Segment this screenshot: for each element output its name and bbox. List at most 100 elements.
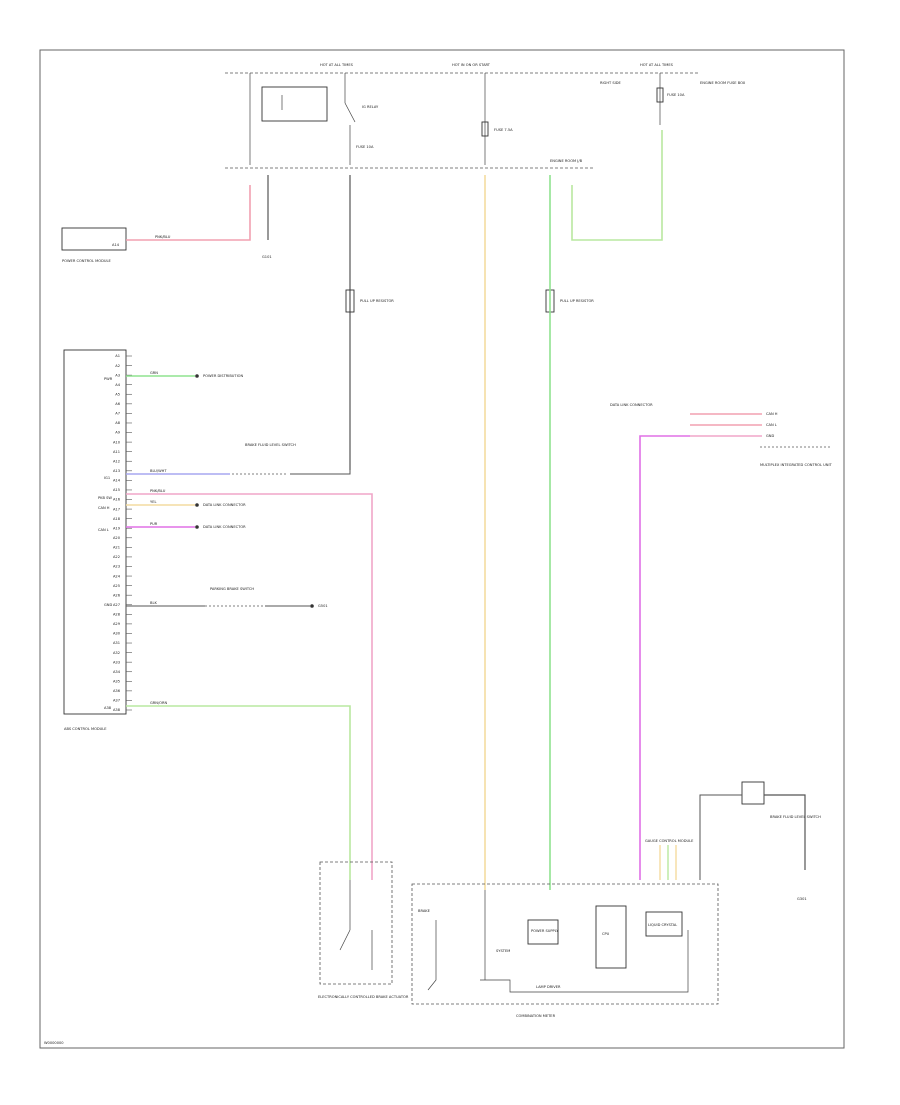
wire-right-green bbox=[571, 130, 663, 241]
wire-right-ground bbox=[764, 794, 806, 870]
module-pin-label: A30 bbox=[113, 632, 121, 636]
wire-magenta-right bbox=[639, 435, 690, 880]
pin-label-4: CAN H bbox=[98, 506, 110, 510]
module-pin-label: A15 bbox=[113, 488, 120, 492]
relay-label: IG RELAY bbox=[362, 105, 379, 109]
diagram-code: W0000000 bbox=[44, 1041, 64, 1045]
relay-box bbox=[261, 86, 328, 122]
fuse-main-label: FUSE 10A bbox=[356, 145, 374, 149]
brake-switch-ground: G501 bbox=[318, 604, 328, 608]
meter-driver: LAMP DRIVER bbox=[536, 985, 561, 989]
meter-label: COMBINATION METER bbox=[516, 1014, 556, 1018]
meter-box bbox=[411, 883, 719, 1005]
power-control-pin: A14 bbox=[112, 243, 120, 247]
right-fuse-side-label: ENGINE ROOM FUSE BOX bbox=[700, 81, 746, 85]
wire-label-pur: PUR bbox=[150, 522, 158, 526]
wire-right-switch bbox=[699, 794, 742, 880]
meter-power-box bbox=[527, 919, 559, 945]
wire-pink-main bbox=[126, 493, 373, 880]
module-pin-label: A20 bbox=[113, 536, 121, 540]
module-pin-label: A6 bbox=[115, 402, 120, 406]
module-pin-label: A13 bbox=[113, 469, 120, 473]
fuse-label-center: HOT IN ON OR START bbox=[452, 63, 491, 67]
meter-inner-4: LIQUID CRYSTAL bbox=[648, 923, 677, 927]
module-pin-label: A34 bbox=[113, 670, 121, 674]
ground-g1-label: G101 bbox=[262, 255, 272, 259]
right-conn-pin-2: CAN L bbox=[766, 423, 777, 427]
meter-lcd-box bbox=[645, 911, 683, 937]
ref-node-2 bbox=[195, 503, 199, 507]
pin-label-7: A38 bbox=[104, 706, 112, 710]
ref-3: DATA LINK CONNECTOR bbox=[203, 525, 246, 529]
module-pin-label: A21 bbox=[113, 546, 120, 550]
module-pin-label: A4 bbox=[115, 383, 120, 387]
right-fuse bbox=[656, 87, 664, 103]
module-pin-label: A19 bbox=[113, 526, 121, 530]
module-pin-label: A28 bbox=[113, 613, 121, 617]
module-pin-label: A22 bbox=[113, 555, 120, 559]
right-switch-label: BRAKE FLUID LEVEL SWITCH bbox=[770, 815, 821, 819]
wire-power-control bbox=[126, 185, 251, 241]
module-pin-label: A37 bbox=[113, 699, 120, 703]
module-pin-label: A26 bbox=[113, 593, 121, 597]
meter-lamp: BRAKE bbox=[418, 909, 431, 913]
wire-label-grn: GRN bbox=[150, 371, 158, 375]
abs-module-label: ABS CONTROL MODULE bbox=[64, 727, 107, 731]
meter-inner-2: POWER SUPPLY bbox=[531, 929, 559, 933]
diagram-border bbox=[39, 49, 845, 1049]
wire-label-blk: BLK bbox=[150, 601, 157, 605]
power-control-label: POWER CONTROL MODULE bbox=[62, 259, 111, 263]
right-conn-pin-1: CAN H bbox=[766, 412, 778, 416]
meter-inner-1: SYSTEM bbox=[496, 949, 510, 953]
pin-label-2: IG1 bbox=[104, 476, 110, 480]
brake-switch-label: PARKING BRAKE SWITCH bbox=[210, 587, 254, 591]
wire-label-pwr: PNK/BLU bbox=[155, 235, 171, 239]
relay-switch bbox=[344, 102, 356, 123]
module-pin-label: A27 bbox=[113, 603, 120, 607]
ref-1: POWER DISTRIBUTION bbox=[203, 374, 243, 378]
meter-inner-3: CPU bbox=[602, 932, 610, 936]
junction-block-label: ENGINE ROOM J/B bbox=[550, 159, 583, 163]
right-switch-box bbox=[741, 781, 765, 805]
ref-node-1 bbox=[195, 374, 199, 378]
actuator-label: ELECTRONICALLY CONTROLLED BRAKE ACTUATOR bbox=[318, 995, 409, 999]
module-pin-label: A10 bbox=[113, 440, 121, 444]
abs-module-pins: A1A2A3A4A5A6A7A8A9A10A11A12A13A14A15A16A… bbox=[113, 354, 132, 712]
center-fuse-label: FUSE 7.5A bbox=[494, 128, 513, 132]
pullup-1-label: PULL UP RESISTOR bbox=[360, 299, 394, 303]
module-pin-label: A23 bbox=[113, 565, 120, 569]
module-pin-label: A5 bbox=[115, 392, 120, 396]
wire-label-pnk: PNK/BLU bbox=[150, 489, 166, 493]
module-pin-label: A18 bbox=[113, 517, 121, 521]
wire-label-grn-orn: GRN/ORN bbox=[150, 701, 168, 705]
right-fuse-label: FUSE 10A bbox=[667, 93, 685, 97]
module-pin-label: A9 bbox=[115, 431, 120, 435]
module-pin-label: A38 bbox=[113, 708, 121, 712]
wire-label-blu: BLU/WHT bbox=[150, 469, 167, 473]
fuse-label-right: HOT AT ALL TIMES bbox=[640, 63, 674, 67]
module-pin-label: A16 bbox=[113, 498, 121, 502]
module-pin-label: A24 bbox=[113, 574, 121, 578]
pin-label-1: PWR bbox=[104, 377, 113, 381]
pin-label-3: PKB SW bbox=[98, 496, 112, 500]
module-pin-label: A3 bbox=[115, 373, 120, 377]
wire-blue-cont bbox=[290, 470, 351, 475]
splice-top-label: BRAKE FLUID LEVEL SWITCH bbox=[245, 443, 296, 447]
meter-system-wire bbox=[480, 890, 689, 993]
module-pin-label: A12 bbox=[113, 459, 120, 463]
module-pin-label: A35 bbox=[113, 679, 120, 683]
module-pin-label: A36 bbox=[113, 689, 121, 693]
meter-cpu-box bbox=[595, 905, 627, 969]
module-pin-label: A7 bbox=[115, 412, 120, 416]
module-pin-label: A25 bbox=[113, 584, 120, 588]
right-conn-pin-3: GND bbox=[766, 434, 774, 438]
right-switch-ground: G301 bbox=[797, 897, 807, 901]
pullup-1-resistor bbox=[345, 289, 355, 313]
actuator-switch bbox=[339, 880, 373, 970]
meter-connector-label: GAUGE CONTROL MODULE bbox=[645, 839, 694, 843]
module-pin-label: A31 bbox=[113, 641, 120, 645]
wire-label-yel: YEL bbox=[150, 500, 156, 504]
power-control-box bbox=[61, 227, 127, 251]
